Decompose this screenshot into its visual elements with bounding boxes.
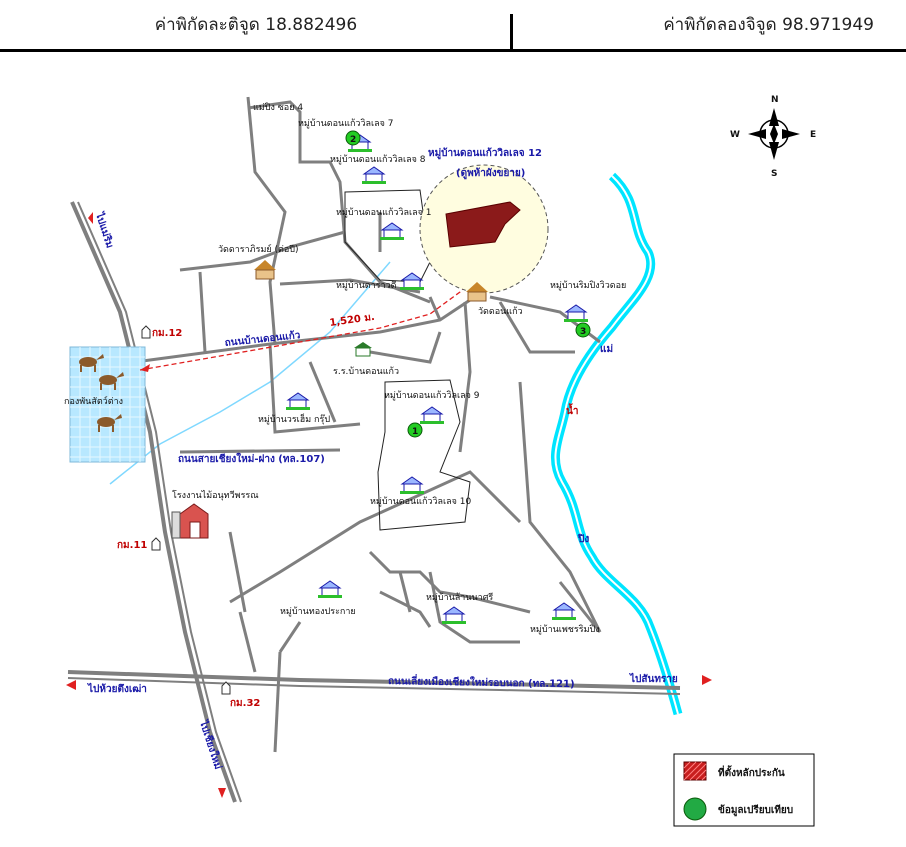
svg-text:ไปห้วยตึงเฒ่า: ไปห้วยตึงเฒ่า (87, 682, 147, 695)
house-icon (318, 580, 342, 598)
label-village-12: หมู่บ้านดอนแก้ววิลเลจ 12 (428, 147, 542, 160)
label-river-mae: แม่ (600, 343, 613, 355)
km-post-icon (151, 537, 161, 551)
label-km11: กม.11 (117, 540, 147, 551)
route-dashed-line (139, 219, 515, 371)
direction-huai-tueng-thao: ไปห้วยตึงเฒ่า (66, 680, 147, 695)
svg-text:2: 2 (350, 135, 356, 145)
road-network (67, 96, 681, 803)
label-village-7: หมู่บ้านดอนแก้ววิลเลจ 7 (298, 118, 394, 129)
label-village-1: หมู่บ้านดอนแก้ววิลเลจ 1 (336, 207, 432, 218)
direction-chiang-mai: ไปเชียงใหม่ (197, 718, 226, 798)
factory-barn-icon (171, 503, 209, 539)
school-icon (354, 342, 372, 357)
svg-text:3: 3 (580, 327, 586, 337)
label-km12: กม.12 (152, 328, 182, 339)
longitude-label: ค่าพิกัดลองจิจูด 98.971949 (663, 15, 874, 35)
label-river-nam: น้ำ (566, 403, 578, 417)
label-factory: โรงงานไม้อนุทวีพรรณ (172, 490, 259, 501)
km-post-icon (221, 681, 231, 695)
compass-n: N (771, 95, 779, 105)
compass-s: S (771, 169, 777, 179)
label-road-107: ถนนสายเชียงใหม่-ฝาง (ทล.107) (178, 452, 325, 465)
label-darawadee: หมู่บ้านดาราวดี (336, 280, 397, 291)
ping-river (550, 172, 683, 716)
house-icon (420, 406, 444, 424)
label-horse-farm: กองพันสัตว์ต่าง (64, 395, 123, 407)
label-soi: แม่ปิง ซอย 4 (253, 102, 303, 113)
label-wat-tharapirom: วัดดาราภิรมย์ (ต่อปี) (218, 243, 299, 255)
compass-rose-icon: N S E W (730, 95, 816, 179)
location-map: N S E W 2 3 1 แม่ปิง ซอย 4 หมู่บ้านดอนแก… (64, 95, 816, 827)
coordinate-header: ค่าพิกัดละติจูด 18.882496 ค่าพิกัดลองจิจ… (0, 0, 906, 52)
label-village-8: หมู่บ้านดอนแก้ววิลเลจ 8 (330, 154, 426, 165)
direction-san-sai: ไปสันทราย (629, 672, 712, 685)
label-river-ping: ปิง (577, 533, 589, 545)
label-mworahem: หมู่บ้านวรเฮ็ม กรุ๊ป (258, 412, 330, 425)
house-icon (400, 476, 424, 494)
house-icon (286, 392, 310, 410)
legend-comparison-label: ข้อมูลเปรียบเทียบ (718, 804, 793, 817)
label-km32: กม.32 (230, 698, 260, 709)
legend-comparison-swatch (683, 797, 707, 821)
label-village-9: หมู่บ้านดอนแก้ววิลเลจ 9 (384, 390, 480, 401)
house-icons (286, 134, 588, 624)
house-icon (400, 272, 424, 290)
label-distance: 1,520 ม. (329, 312, 376, 329)
label-school: ร.ร.บ้านดอนแก้ว (333, 366, 399, 377)
label-wat-donkaew: วัดดอนแก้ว (478, 306, 523, 317)
route-arrow-icon (140, 364, 150, 372)
house-icon (362, 166, 386, 184)
temple-icon (466, 282, 488, 302)
comparison-marker-3: 3 (575, 322, 591, 338)
house-icon (564, 304, 588, 322)
label-lanna: หมู่บ้านล้านนาศรี (426, 592, 493, 603)
compass-e: E (810, 130, 816, 140)
collateral-site (445, 201, 521, 248)
house-icon (380, 222, 404, 240)
km-post-icon (141, 325, 151, 339)
svg-text:ไปสันทราย: ไปสันทราย (629, 672, 678, 685)
label-phetrimping: หมู่บ้านเพชรริมปิง (530, 624, 600, 635)
label-rimping: หมู่บ้านริมปิงวิวดอย (550, 280, 626, 291)
header-divider (510, 14, 513, 52)
comparison-marker-2: 2 (345, 130, 361, 146)
label-village-10: หมู่บ้านดอนแก้ววิลเลจ 10 (370, 496, 472, 507)
horse-farm-area (69, 346, 146, 463)
legend-collateral-label: ที่ตั้งหลักประกัน (718, 765, 785, 779)
temple-icon (254, 260, 276, 280)
house-icon (552, 602, 576, 620)
horse-icon (79, 354, 124, 432)
map-legend: ที่ตั้งหลักประกัน ข้อมูลเปรียบเทียบ (673, 753, 815, 827)
compass-w: W (730, 130, 740, 140)
label-thongprakai: หมู่บ้านทองประกาย (280, 606, 356, 617)
comparison-marker-1: 1 (407, 422, 423, 438)
label-village-12-sub: (ดูพห้าผังขยาย) (456, 167, 525, 180)
svg-text:1: 1 (412, 427, 418, 437)
house-icon (442, 606, 466, 624)
latitude-label: ค่าพิกัดละติจูด 18.882496 (154, 15, 358, 35)
